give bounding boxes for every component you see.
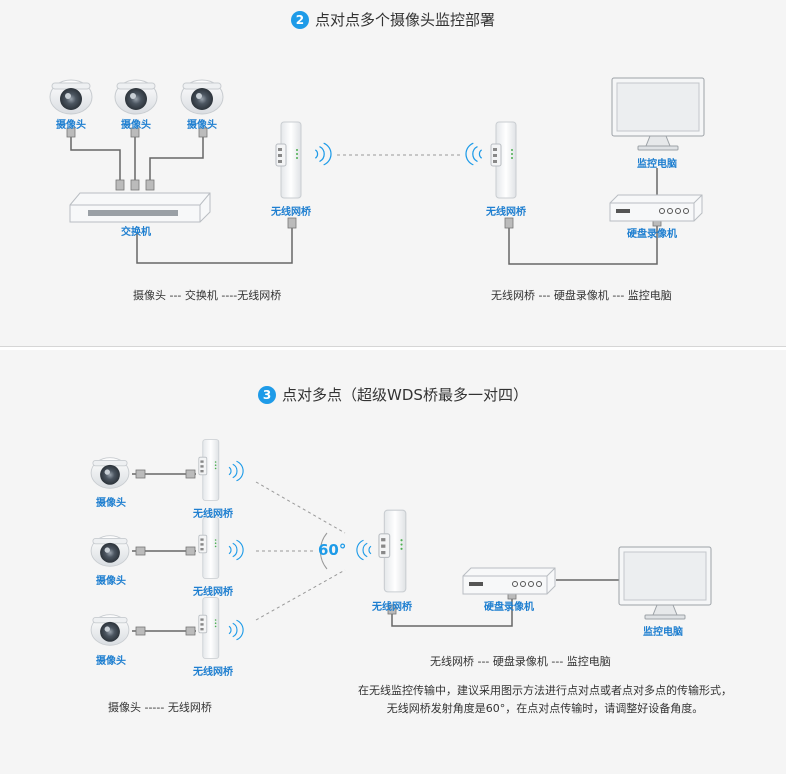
signal-waves-icon-4	[228, 539, 244, 561]
camera-label-3: 摄像头	[187, 120, 217, 131]
section1-wires	[70, 135, 658, 265]
bridge-label-3: 无线网桥	[193, 509, 233, 520]
nvr-icon-1	[609, 194, 703, 222]
camera-icon-1	[49, 79, 93, 115]
section1-caption-right: 无线网桥 --- 硬盘录像机 --- 监控电脑	[491, 289, 672, 302]
camera-label-1: 摄像头	[56, 120, 86, 131]
bridge-icon-5	[198, 597, 220, 659]
bridge-icon-1	[275, 121, 302, 199]
signal-waves-icon-1	[314, 142, 332, 166]
section1-number-badge: 2	[290, 11, 309, 29]
bridge-icon-3	[198, 439, 220, 501]
multipoint-link-lines	[255, 481, 346, 621]
section2-caption-left: 摄像头 ----- 无线网桥	[108, 701, 212, 714]
signal-waves-icon-3	[228, 460, 244, 482]
nvr-label-1: 硬盘录像机	[627, 229, 677, 240]
section1-title: 点对点多个摄像头监控部署	[314, 11, 495, 29]
note-line-2: 无线网桥发射角度是60°，在点对点传输时，请调整好设备角度。	[386, 702, 704, 715]
section-divider	[0, 346, 786, 351]
camera-label-5: 摄像头	[96, 576, 126, 587]
section2-note: 在无线监控传输中，建议采用图示方法进行点对点或者点对多点的传输形式， 无线网桥发…	[330, 682, 760, 718]
camera-icon-3	[180, 79, 224, 115]
camera-label-6: 摄像头	[96, 656, 126, 667]
section2-number-badge: 3	[258, 386, 277, 404]
monitor-icon-1	[611, 77, 705, 151]
switch-icon	[69, 192, 211, 223]
camera-icon-6	[90, 614, 130, 646]
note-line-1: 在无线监控传输中，建议采用图示方法进行点对点或者点对多点的传输形式，	[358, 684, 732, 697]
switch-label: 交换机	[121, 227, 151, 238]
section1-heading: 2 点对点多个摄像头监控部署	[0, 9, 786, 30]
camera-icon-4	[90, 457, 130, 489]
nvr-icon-2	[462, 567, 556, 595]
bridge-icon-4	[198, 517, 220, 579]
camera-label-2: 摄像头	[121, 120, 151, 131]
section1-caption-left: 摄像头 --- 交换机 ----无线网桥	[133, 289, 282, 302]
signal-waves-icon-5	[228, 619, 244, 641]
bridge-label-1: 无线网桥	[271, 207, 311, 218]
camera-icon-5	[90, 535, 130, 567]
monitor-label-2: 监控电脑	[643, 627, 683, 638]
section2-caption-right: 无线网桥 --- 硬盘录像机 --- 监控电脑	[430, 655, 611, 668]
monitor-label-1: 监控电脑	[637, 159, 677, 170]
monitor-icon-2	[618, 546, 712, 620]
section-point-to-point	[0, 0, 786, 346]
bridge-icon-2	[490, 121, 517, 199]
section2-heading: 3 点对多点（超级WDS桥最多一对四）	[0, 384, 786, 405]
bridge-label-6: 无线网桥	[372, 602, 412, 613]
section2-title: 点对多点（超级WDS桥最多一对四）	[282, 386, 528, 404]
bridge-label-5: 无线网桥	[193, 667, 233, 678]
camera-icon-2	[114, 79, 158, 115]
signal-waves-icon-2	[465, 142, 483, 166]
angle-label: 60°	[318, 541, 347, 559]
angle-arc	[320, 532, 328, 570]
bridge-label-4: 无线网桥	[193, 587, 233, 598]
bridge-icon-6	[378, 509, 407, 593]
nvr-label-2: 硬盘录像机	[484, 602, 534, 613]
camera-label-4: 摄像头	[96, 498, 126, 509]
signal-waves-icon-6	[356, 539, 372, 561]
bridge-label-2: 无线网桥	[486, 207, 526, 218]
